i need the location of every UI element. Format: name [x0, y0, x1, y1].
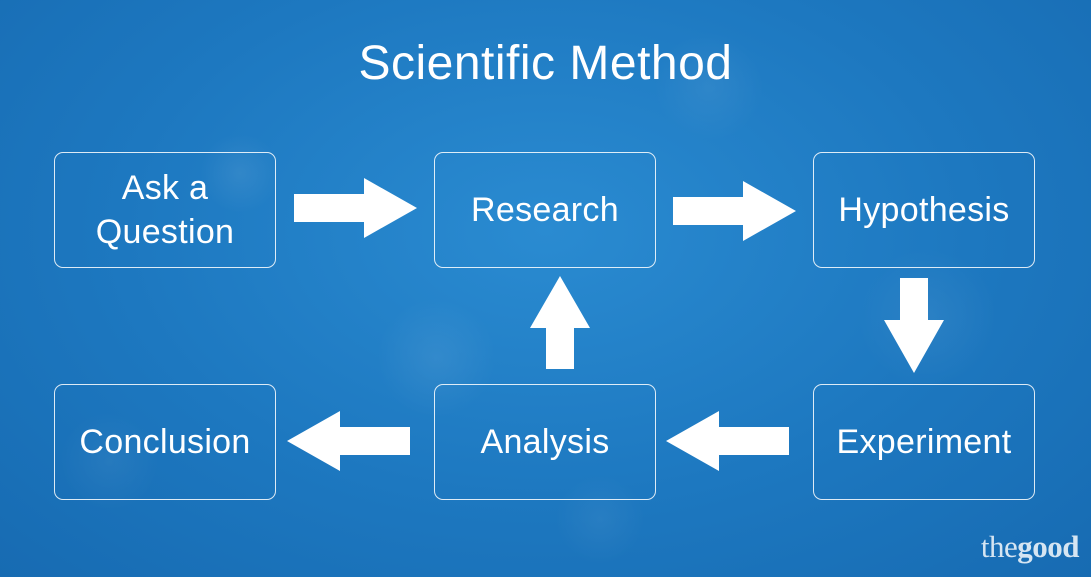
- arrow-left-icon: [287, 411, 410, 471]
- step-experiment-label: Experiment: [836, 423, 1012, 461]
- step-conclusion-label: Conclusion: [79, 423, 251, 461]
- step-research-label: Research: [471, 191, 619, 229]
- arrow-right-icon: [294, 178, 417, 238]
- diagram-title: Scientific Method: [358, 37, 733, 90]
- step-ask-label: Ask a Question: [96, 166, 234, 254]
- arrow-down-icon: [884, 278, 944, 373]
- step-ask-line2: Question: [95, 213, 235, 251]
- arrow-right-icon: [673, 181, 796, 241]
- step-hypothesis-label: Hypothesis: [838, 191, 1010, 229]
- arrow-up-icon: [530, 276, 590, 369]
- arrow-left-icon: [666, 411, 789, 471]
- step-experiment: Experiment: [813, 384, 1035, 500]
- step-hypothesis: Hypothesis: [813, 152, 1035, 268]
- brand-word-the: the: [980, 529, 1018, 564]
- step-conclusion: Conclusion: [54, 384, 276, 500]
- step-ask-a-question: Ask a Question: [54, 152, 276, 268]
- step-research: Research: [434, 152, 656, 268]
- step-analysis-label: Analysis: [480, 423, 610, 461]
- brand-word-good: good: [1017, 529, 1079, 564]
- brand-logo: thegood: [980, 529, 1080, 565]
- step-analysis: Analysis: [434, 384, 656, 500]
- step-ask-line1: Ask a: [121, 169, 209, 207]
